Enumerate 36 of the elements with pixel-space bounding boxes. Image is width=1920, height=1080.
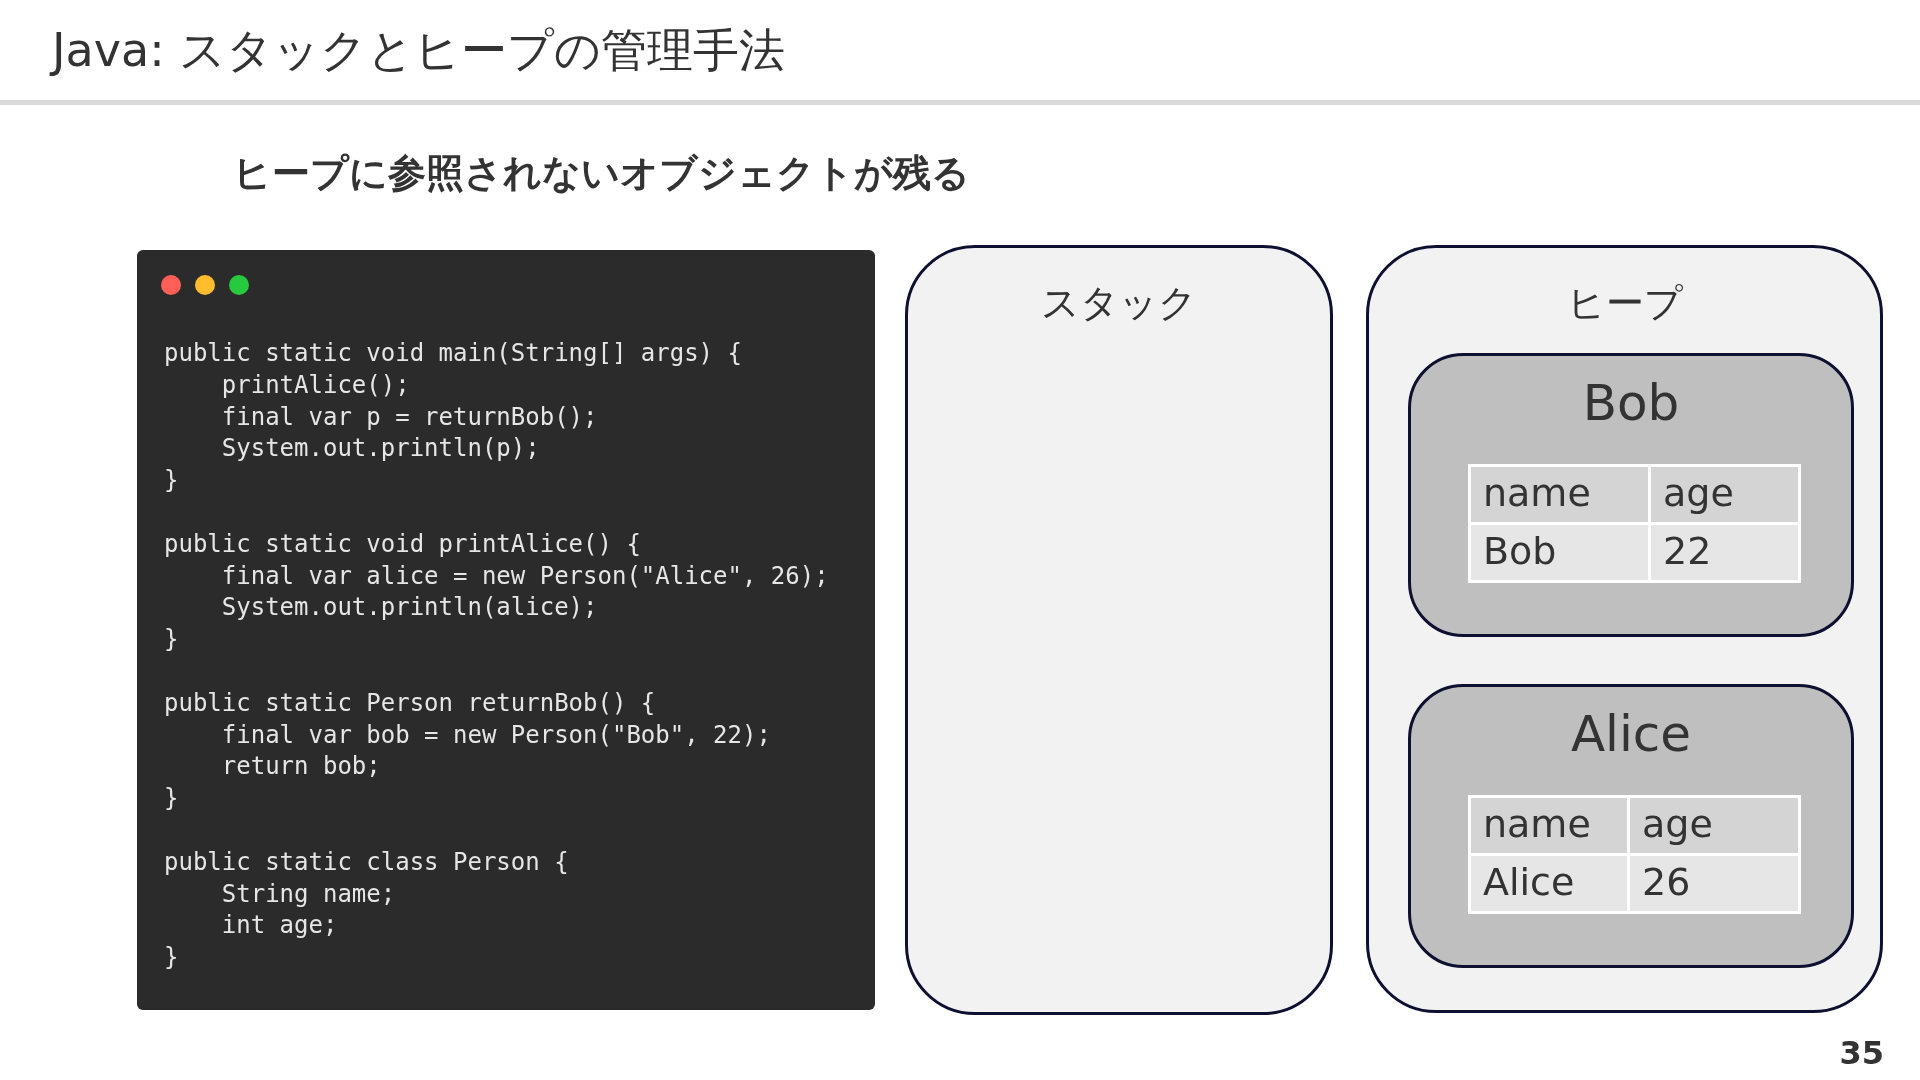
code-line: public static void main(String[] args) { — [164, 338, 742, 368]
code-line: String name; — [220, 878, 396, 909]
code-line: System.out.println(alice); — [220, 592, 598, 623]
memory-area-box — [905, 245, 1333, 1015]
code-line: } — [164, 624, 179, 655]
memory-area-box — [1366, 245, 1883, 1013]
code-line: } — [164, 465, 179, 496]
code-line: final var alice = new Person("Alice", 26); — [220, 560, 829, 591]
subtitle: ヒープに参照されないオブジェクトが残る — [233, 150, 970, 197]
code-line: final var p = returnBob(); — [220, 401, 598, 432]
code-line: printAlice(); — [220, 369, 410, 400]
code-line: } — [164, 942, 179, 973]
code-line: final var bob = new Person("Bob", 22); — [220, 719, 771, 750]
code-line: public static class Person { — [164, 846, 569, 877]
area-heading: ヒープ — [1565, 280, 1684, 327]
table-cell: age — [1648, 464, 1801, 525]
code-line: } — [164, 783, 179, 814]
table-cell: Bob — [1468, 522, 1651, 583]
table-cell: name — [1468, 464, 1651, 525]
object-box — [1408, 684, 1854, 968]
page-number: 35 — [1839, 1034, 1884, 1072]
area-heading: スタック — [1040, 280, 1198, 327]
object-name: Bob — [1581, 374, 1681, 432]
table-cell: age — [1627, 795, 1801, 856]
object-box — [1408, 353, 1854, 637]
code-line: return bob; — [220, 751, 381, 782]
code-line: System.out.println(p); — [220, 433, 540, 464]
table-cell: Alice — [1468, 853, 1630, 914]
code-line: public static Person returnBob() { — [164, 687, 656, 718]
code-line: public static void printAlice() { — [164, 528, 641, 559]
table-cell: name — [1468, 795, 1630, 856]
code-line: int age; — [220, 910, 338, 941]
table-cell: 26 — [1627, 853, 1801, 914]
code-window — [137, 250, 875, 1010]
object-name: Alice — [1569, 705, 1693, 763]
table-cell: 22 — [1648, 522, 1801, 583]
